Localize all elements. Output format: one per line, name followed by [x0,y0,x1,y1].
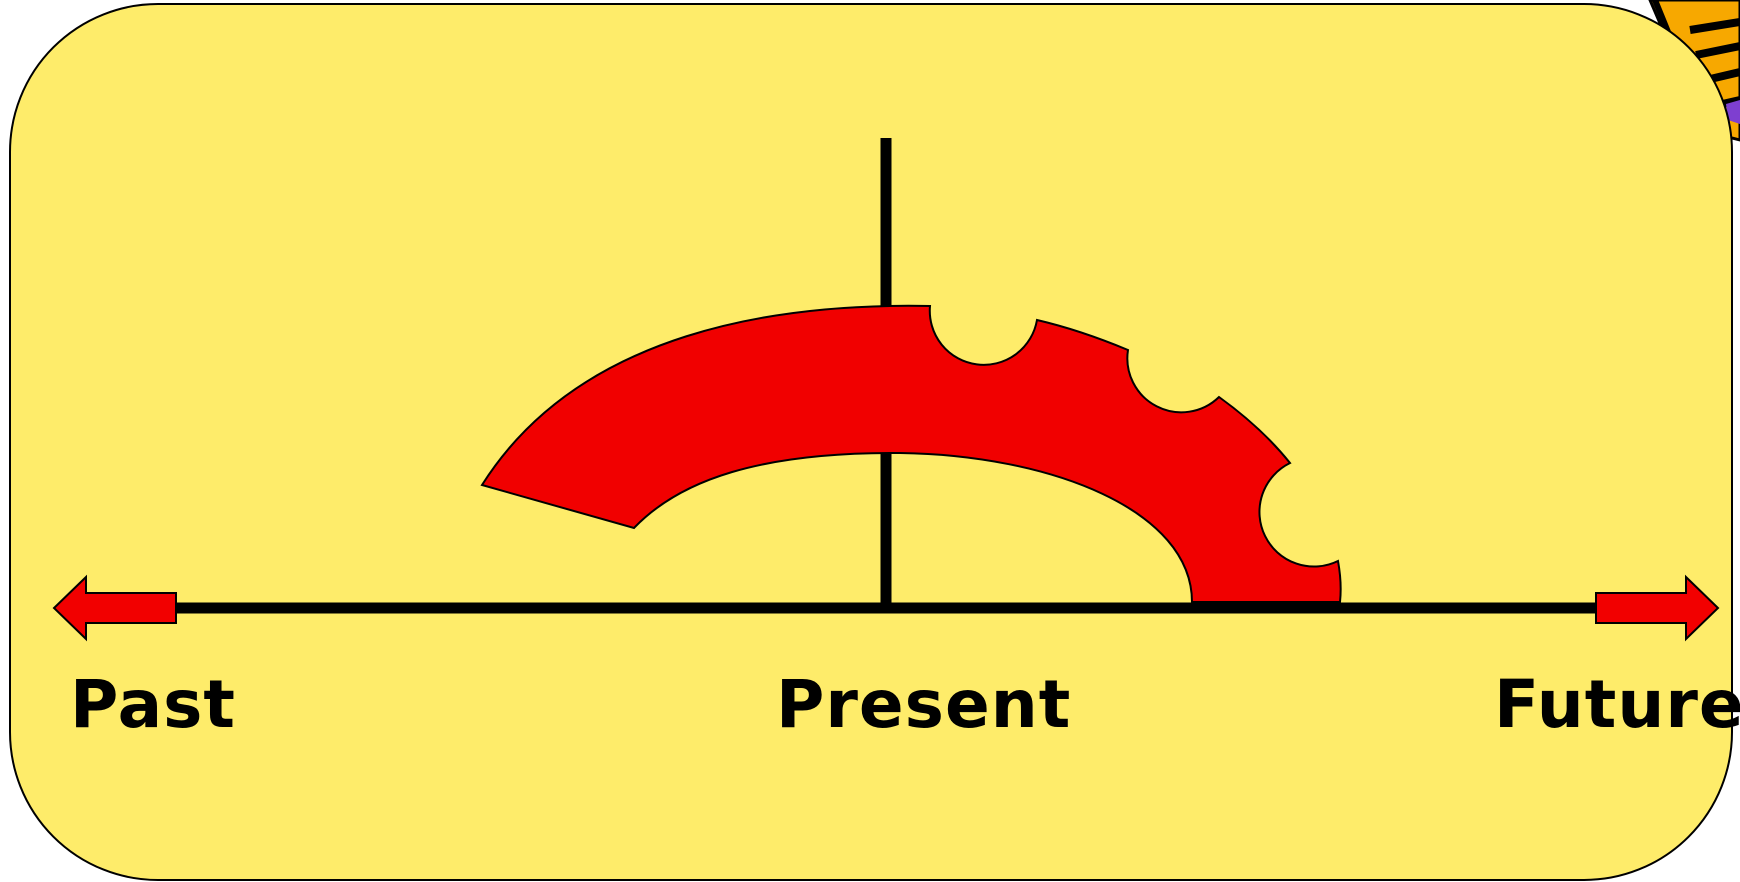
label-future: Future [1494,666,1740,743]
curved-arc-icon [480,304,1342,603]
arrow-left-icon [52,574,177,642]
arrow-right-icon [1595,574,1720,642]
label-past: Past [70,666,236,743]
label-present: Present [776,666,1072,743]
